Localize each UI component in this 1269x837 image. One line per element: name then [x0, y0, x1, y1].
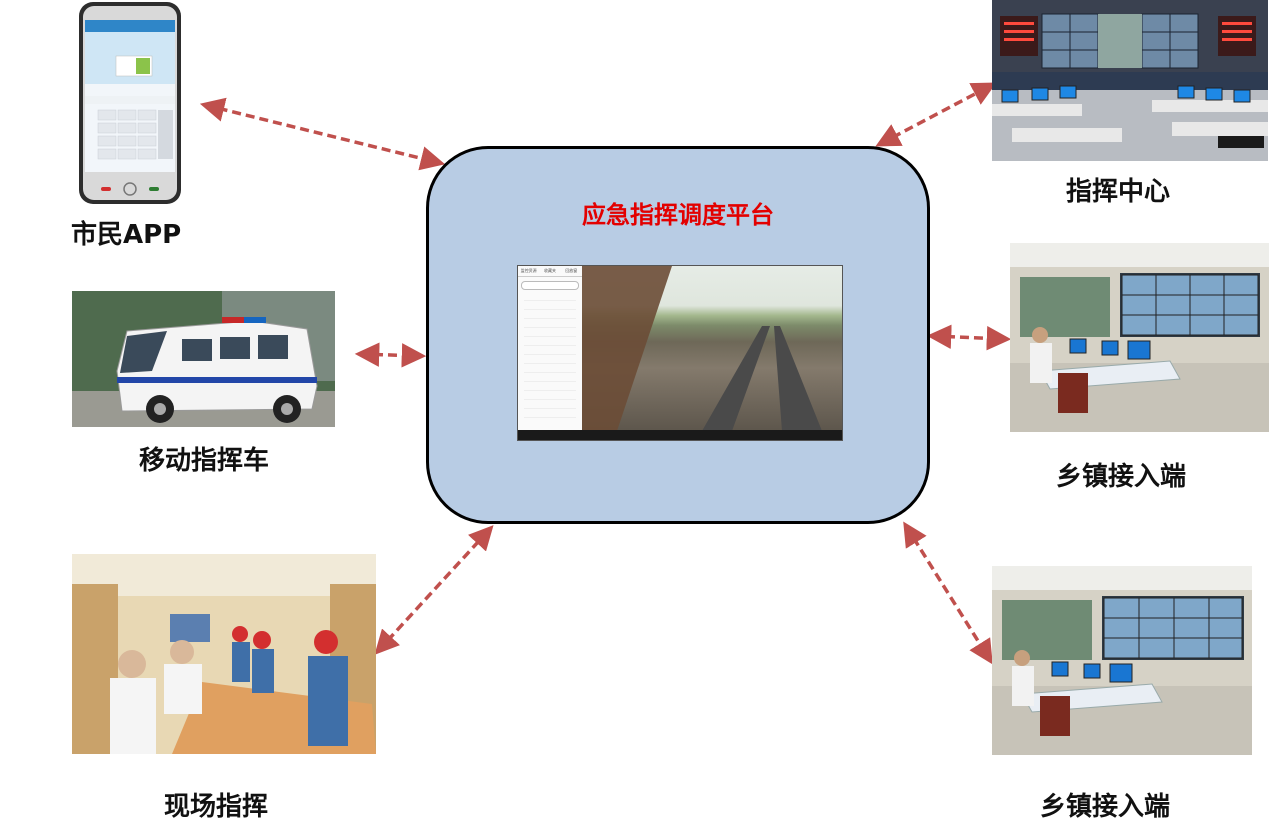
platform-title: 应急指挥调度平台	[582, 201, 774, 229]
arrow-app-platform	[199, 97, 446, 171]
screen-list-item	[524, 348, 576, 355]
command-center-label: 指挥中心	[1066, 177, 1171, 207]
screen-list-item	[524, 321, 576, 328]
mobile-command-vehicle-label: 移动指挥车	[139, 446, 270, 476]
screen-tabs: 监控资源 收藏夹 回放窗	[518, 266, 582, 277]
screen-tab-2: 收藏夹	[543, 268, 556, 273]
screen-tab-1: 监控资源	[520, 268, 537, 273]
arrow-onsite-platform	[374, 525, 494, 655]
arrow-township2-platform	[903, 521, 993, 665]
township-access-2-label: 乡镇接入端	[1040, 792, 1171, 822]
township-access-1-image	[1010, 243, 1269, 432]
emergency-command-platform: 应急指挥调度平台 监控资源 收藏夹 回放窗	[426, 146, 930, 524]
screen-video-feed	[582, 266, 842, 431]
screen-resource-panel: 监控资源 收藏夹 回放窗	[518, 266, 583, 431]
screen-search-field	[521, 281, 579, 290]
screen-list-item	[524, 294, 576, 301]
mobile-command-vehicle-image	[72, 291, 335, 427]
screen-list-item	[524, 384, 576, 391]
citizen-app-label: 市民APP	[71, 220, 182, 250]
screen-list-item	[524, 339, 576, 346]
platform-screenshot: 监控资源 收藏夹 回放窗	[517, 265, 843, 441]
screen-list-item	[524, 303, 576, 310]
screen-list-item	[524, 411, 576, 418]
screen-list-item	[524, 402, 576, 409]
citizen-app-phone-image	[76, 0, 184, 208]
screen-list-item	[524, 357, 576, 364]
screen-list-item	[524, 330, 576, 337]
screen-tab-3: 回放窗	[565, 268, 578, 273]
township-access-2-image	[992, 566, 1252, 755]
screen-list-item	[524, 393, 576, 400]
screen-list-item	[524, 375, 576, 382]
arrow-commandcenter-platform	[875, 82, 997, 147]
arrow-vehicle-platform	[354, 342, 427, 368]
arrow-township1-platform	[926, 324, 1012, 351]
onsite-command-image	[72, 554, 376, 754]
screen-list-item	[524, 312, 576, 319]
command-center-image	[992, 0, 1268, 161]
township-access-1-label: 乡镇接入端	[1056, 462, 1187, 492]
screen-playback-bar	[518, 430, 842, 440]
screen-list-item	[524, 366, 576, 373]
onsite-command-label: 现场指挥	[164, 792, 269, 822]
